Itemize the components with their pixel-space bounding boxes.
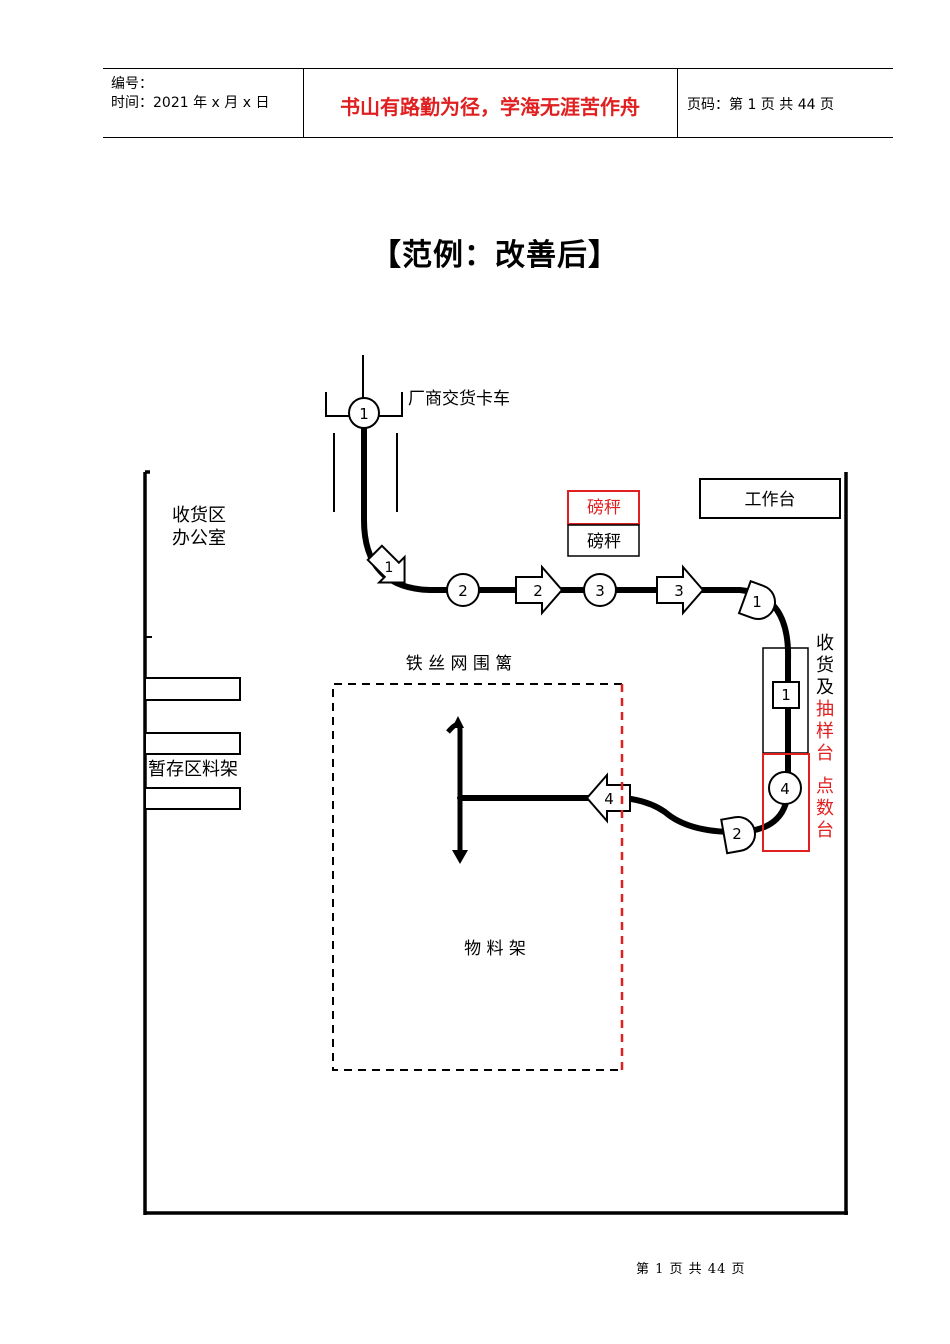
building-outline <box>143 470 848 1215</box>
wire-fence-black <box>332 683 622 1071</box>
document-time: 时间：2021 年 x 月 x 日 <box>111 95 270 111</box>
count-label-char-1: 点 <box>816 776 834 797</box>
scale-red-label: 磅秤 <box>587 498 621 518</box>
header-motto: 书山有路勤为径，学海无涯苦作舟 <box>340 95 640 119</box>
receive-label-char-2: 货 <box>816 655 834 676</box>
temp-rack-label: 暂存区料架 <box>148 759 238 780</box>
header-meta: 编号： 时间：2021 年 x 月 x 日 <box>111 75 269 113</box>
svg-text:4: 4 <box>780 780 790 798</box>
sample-label-char-2: 样 <box>816 721 834 742</box>
count-label-char-3: 台 <box>816 820 834 841</box>
temp-rack-3 <box>144 787 241 810</box>
count-label-char-2: 数 <box>816 798 834 819</box>
delay-marker-1: 1 <box>737 579 776 620</box>
temp-rack-2 <box>144 732 241 755</box>
fence-label: 铁 丝 网 围 篱 <box>406 654 513 674</box>
svg-text:3: 3 <box>595 582 605 600</box>
arrow-down-icon <box>452 850 468 864</box>
operation-circle-3: 3 <box>583 573 617 607</box>
storage-distribution-path <box>446 722 463 855</box>
inspection-square-1: 1 <box>772 681 800 709</box>
svg-text:2: 2 <box>732 825 742 843</box>
scale-black-label: 磅秤 <box>587 532 621 552</box>
svg-text:1: 1 <box>781 686 791 704</box>
transport-arrow-3: 3 <box>656 564 705 616</box>
operation-circle-4: 4 <box>768 771 802 805</box>
operation-circle-1: 1 <box>348 397 380 429</box>
scale-black-box <box>567 524 640 557</box>
sample-label-char-3: 台 <box>816 743 834 764</box>
document-number-label: 编号： <box>111 76 153 92</box>
count-table-highlight <box>762 753 810 852</box>
workbench-box <box>699 478 841 519</box>
svg-text:2: 2 <box>533 582 543 600</box>
operation-circle-2: 2 <box>446 573 480 607</box>
header-divider <box>303 69 304 137</box>
receive-label-char-1: 收 <box>816 633 834 654</box>
arrow-up-icon <box>452 716 464 728</box>
page-footer: 第 1 页 共 44 页 <box>636 1262 746 1277</box>
temp-rack-1 <box>144 677 241 701</box>
transport-arrow-4: 4 <box>585 772 631 824</box>
header-page-info: 页码：第 1 页 共 44 页 <box>687 97 834 113</box>
flow-path <box>361 409 792 836</box>
svg-text:3: 3 <box>674 582 684 600</box>
svg-text:1: 1 <box>752 593 762 611</box>
delay-marker-2: 2 <box>720 816 756 855</box>
truck-label: 厂商交货卡车 <box>408 389 510 409</box>
page-header: 编号： 时间：2021 年 x 月 x 日 书山有路勤为径，学海无涯苦作舟 页码… <box>103 68 893 138</box>
material-rack-label: 物 料 架 <box>464 939 526 959</box>
receive-label-char-3: 及 <box>816 677 834 698</box>
transport-arrow-1: 1 <box>366 544 406 584</box>
document-title: 【范例：改善后】 <box>371 238 619 273</box>
office-label-line2: 办公室 <box>172 528 226 549</box>
transport-arrow-2: 2 <box>515 564 564 616</box>
scale-red-box <box>567 490 640 525</box>
svg-text:2: 2 <box>458 582 468 600</box>
office-label-line1: 收货区 <box>172 505 226 526</box>
svg-text:1: 1 <box>385 560 394 576</box>
header-divider <box>677 69 678 137</box>
workbench-label: 工作台 <box>745 490 796 510</box>
sample-label-char-1: 抽 <box>816 699 834 720</box>
svg-text:4: 4 <box>604 790 614 808</box>
svg-text:1: 1 <box>359 405 369 423</box>
